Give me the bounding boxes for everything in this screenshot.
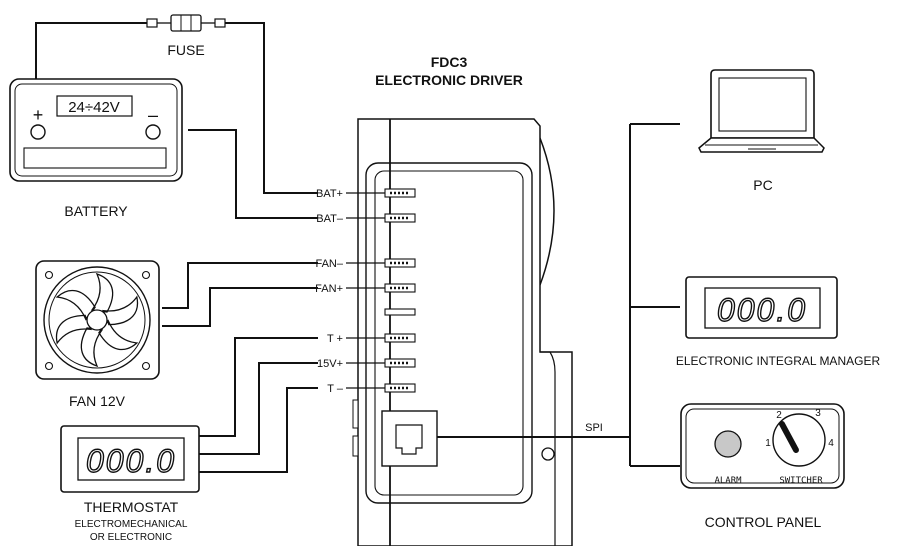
terminal-leads bbox=[346, 192, 385, 389]
thermostat-device bbox=[60, 425, 200, 493]
battery-voltage-box bbox=[56, 95, 133, 117]
terminal-pin bbox=[384, 283, 416, 293]
wire-battery-plus bbox=[35, 22, 147, 79]
driver-side-arc bbox=[539, 137, 555, 286]
terminal-pin bbox=[384, 258, 416, 268]
battery-minus-terminal bbox=[145, 124, 161, 140]
switcher-knob[interactable] bbox=[772, 413, 826, 467]
alarm-label: ALARM bbox=[714, 476, 742, 486]
switcher-pointer bbox=[779, 421, 799, 453]
driver-title-line1: FDC3 bbox=[431, 54, 468, 70]
terminal-label-15v-plus: 15V+ bbox=[317, 358, 343, 370]
laptop-icon bbox=[698, 69, 825, 153]
thermostat-display: 000.0 bbox=[86, 443, 176, 479]
terminal-label-fan-minus: FAN– bbox=[315, 258, 343, 270]
battery-voltage: 24÷42V bbox=[68, 99, 120, 116]
wire-fuse-to-bat-plus bbox=[225, 22, 318, 194]
battery-label: BATTERY bbox=[64, 203, 128, 219]
rj-connector bbox=[381, 410, 438, 467]
terminal-pins bbox=[384, 188, 416, 393]
switch-position-1: 1 bbox=[765, 438, 771, 449]
battery-minus-sign: – bbox=[148, 105, 158, 125]
eim-display: 000.0 bbox=[717, 292, 807, 328]
driver-title-line2: ELECTRONIC DRIVER bbox=[375, 72, 523, 88]
switch-position-2: 2 bbox=[776, 410, 782, 421]
battery-plus-sign: + bbox=[33, 105, 44, 125]
terminal-pin bbox=[384, 333, 416, 343]
terminal-pin bbox=[384, 383, 416, 393]
fan-icon bbox=[35, 260, 160, 380]
wire-t-plus bbox=[199, 337, 318, 437]
wire-bat-minus bbox=[188, 129, 318, 219]
wire-fan-minus bbox=[162, 262, 318, 309]
fuse-label: FUSE bbox=[167, 42, 204, 58]
control-panel-label: CONTROL PANEL bbox=[705, 514, 822, 530]
thermostat-label: THERMOSTAT bbox=[84, 499, 179, 515]
wire-t-minus bbox=[199, 387, 318, 473]
spi-label: SPI bbox=[585, 422, 603, 434]
terminal-label-t-plus: T + bbox=[327, 333, 343, 345]
battery: 24÷42V + – bbox=[9, 78, 183, 182]
terminal-label-bat-plus: BAT+ bbox=[316, 188, 343, 200]
alarm-led bbox=[714, 430, 742, 458]
pc-label: PC bbox=[753, 177, 772, 193]
thermostat-sub2: OR ELECTRONIC bbox=[90, 532, 172, 543]
fan-label: FAN 12V bbox=[69, 393, 126, 409]
fuse-symbol bbox=[146, 14, 226, 32]
switch-position-3: 3 bbox=[815, 408, 821, 419]
driver-screw bbox=[541, 447, 555, 461]
eim-label: ELECTRONIC INTEGRAL MANAGER bbox=[676, 354, 881, 368]
terminal-label-fan-plus: FAN+ bbox=[315, 283, 343, 295]
thermostat-sub1: ELECTROMECHANICAL bbox=[75, 519, 188, 530]
switcher-label: SWITCHER bbox=[779, 476, 823, 486]
terminal-pin bbox=[384, 358, 416, 368]
terminal-pin bbox=[384, 213, 416, 223]
terminal-label-bat-minus: BAT– bbox=[316, 213, 344, 225]
switch-position-4: 4 bbox=[828, 438, 834, 449]
wire-15v-plus bbox=[199, 362, 318, 455]
wire-fan-plus bbox=[162, 287, 318, 327]
terminal-labels: BAT+ BAT– FAN– FAN+ T + 15V+ T – bbox=[315, 188, 344, 395]
driver-unit bbox=[352, 118, 573, 546]
battery-plus-terminal bbox=[30, 124, 46, 140]
battery-slot bbox=[23, 147, 167, 169]
terminal-label-t-minus: T – bbox=[327, 383, 344, 395]
terminal-pin bbox=[384, 188, 416, 198]
eim-device bbox=[685, 276, 838, 339]
